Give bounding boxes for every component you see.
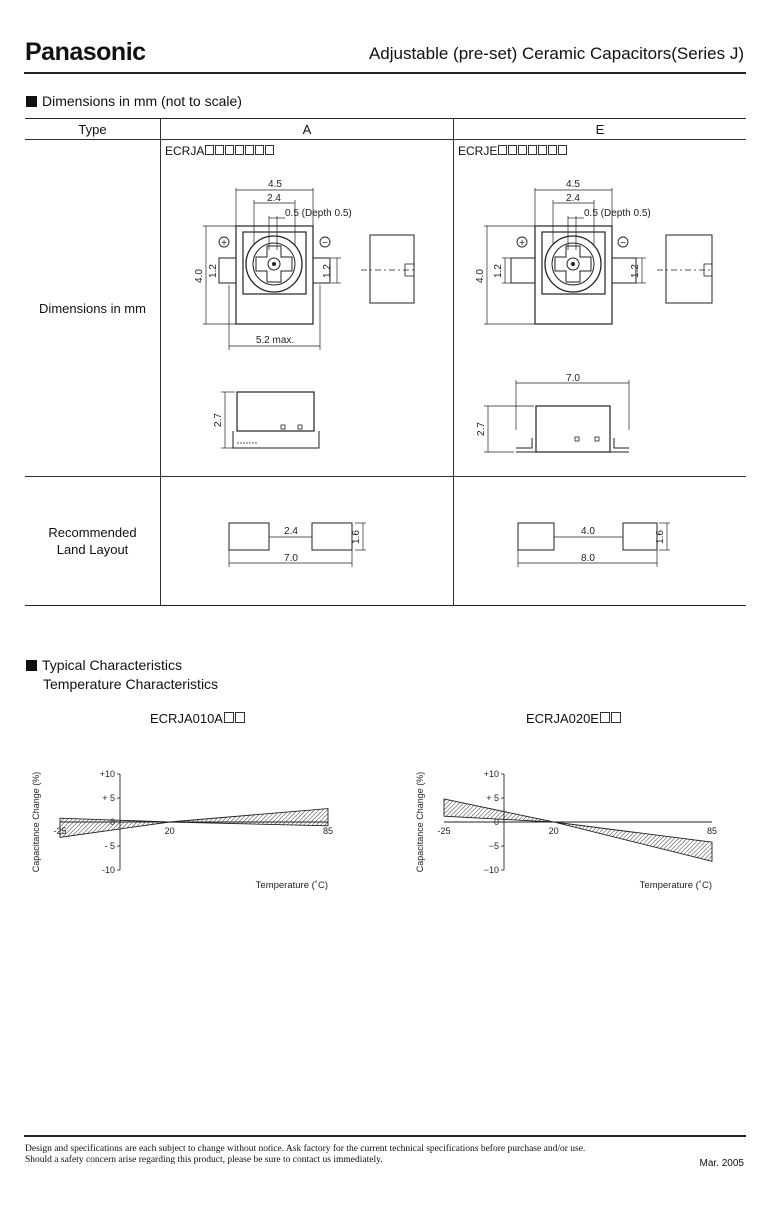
y-tick-label: −5 [489,841,499,851]
x-axis-label: Temperature (˚C) [640,880,712,891]
type-a-land-drawing: 2.4 7.0 1.6 [228,522,367,567]
e-dim-1-2-left: 1.2 [493,264,504,278]
type-e-part-number: ECRJE [458,144,568,158]
footer-rule [24,1135,746,1137]
e-dim-depth: 0.5 (Depth 0.5) [584,208,651,219]
a-dim-5-2: 5.2 max. [256,335,294,346]
a-dim-4-5: 4.5 [268,179,282,190]
chart-2-title: ECRJA020E [526,711,621,726]
y-tick-label: -10 [102,865,115,875]
a-dim-1-2-left: 1.2 [208,264,219,278]
col-header-e: E [453,118,746,140]
a-dim-2-7: 2.7 [213,413,224,427]
typical-subheading: Temperature Characteristics [43,676,219,692]
e-minus-sign: − [620,238,626,249]
e-land-gap: 4.0 [581,526,595,537]
type-a-part-number: ECRJA [165,144,275,158]
y-tick-label: - 5 [104,841,115,851]
x-tick-label: 20 [165,826,175,836]
a-dim-1-2-right: 1.2 [322,264,333,278]
e-land-height: 1.6 [655,530,666,544]
footer-line-2: Should a safety concern arise regarding … [25,1155,383,1165]
x-tick-label: 20 [549,826,559,836]
a-dim-4-0: 4.0 [194,269,205,283]
type-a-dimensions-cell: ECRJA 4.5 2.4 0.5 (Depth 0.5) [160,139,454,477]
y-tick-label: −10 [484,865,499,875]
x-tick-label: 85 [707,826,717,836]
header-rule [24,72,746,74]
type-e-land-cell: 4.0 8.0 1.6 [453,476,746,606]
y-axis-label: Capacitance Change (%) [415,772,425,873]
col-header-type: Type [25,118,161,140]
row-label-land-line2: Land Layout [56,542,129,557]
e-dim-7-0: 7.0 [566,373,580,384]
x-tick-label: -25 [437,826,450,836]
type-e-drawing: 4.5 2.4 0.5 (Depth 0.5) + [475,179,713,453]
type-a-land-cell: 2.4 7.0 1.6 [160,476,454,606]
col-header-a: A [160,118,454,140]
type-e-dimensions-cell: ECRJE 4.5 2.4 0.5 (Depth 0.5) [453,139,746,477]
a-land-total: 7.0 [284,553,298,564]
y-tick-label: +10 [484,769,499,779]
e-dim-4-0: 4.0 [475,269,486,283]
e-dim-2-4: 2.4 [566,193,580,204]
row-label-dimensions: Dimensions in mm [25,139,161,477]
e-dim-1-2-right: 1.2 [630,264,641,278]
dimensions-heading-text: Dimensions in mm (not to scale) [42,93,242,109]
bullet-square-icon [26,660,37,671]
a-minus-sign: − [322,238,328,249]
footer-line-1: Design and specifications are each subje… [25,1144,586,1154]
dimensions-heading: Dimensions in mm (not to scale) [26,93,242,109]
type-a-drawing: 4.5 2.4 0.5 (Depth 0.5) [194,179,415,449]
document-title: Adjustable (pre-set) Ceramic Capacitors(… [368,44,744,63]
x-axis-label: Temperature (˚C) [256,880,328,891]
e-plus-sign: + [519,238,525,249]
tolerance-band [59,808,329,838]
e-dim-4-5: 4.5 [566,179,580,190]
e-land-total: 8.0 [581,553,595,564]
row-label-land: Recommended Land Layout [25,476,161,606]
typical-heading-text: Typical Characteristics [42,657,183,673]
x-tick-label: 85 [323,826,333,836]
a-land-height: 1.6 [351,530,362,544]
brand-logo: Panasonic [25,38,146,66]
tolerance-band [443,798,713,862]
type-e-land-drawing: 4.0 8.0 1.6 [517,522,670,567]
a-plus-sign: + [221,238,227,249]
dimensions-table: Type A E Dimensions in mm ECRJA 4.5 2.4 … [25,118,746,606]
typical-heading: Typical Characteristics [26,657,182,673]
chart-1-title: ECRJA010A [150,711,245,726]
footer-notice: Design and specifications are each subje… [25,1144,585,1166]
e-dim-2-7: 2.7 [476,422,487,436]
a-dim-depth: 0.5 (Depth 0.5) [285,208,352,219]
a-land-gap: 2.4 [284,526,298,537]
y-tick-label: + 5 [486,793,499,803]
a-dim-2-4: 2.4 [267,193,281,204]
y-tick-label: + 5 [102,793,115,803]
footer-date: Mar. 2005 [699,1158,744,1169]
bullet-square-icon [26,96,37,107]
y-axis-label: Capacitance Change (%) [31,772,41,873]
y-tick-label: +10 [100,769,115,779]
row-label-land-line1: Recommended [48,525,137,540]
